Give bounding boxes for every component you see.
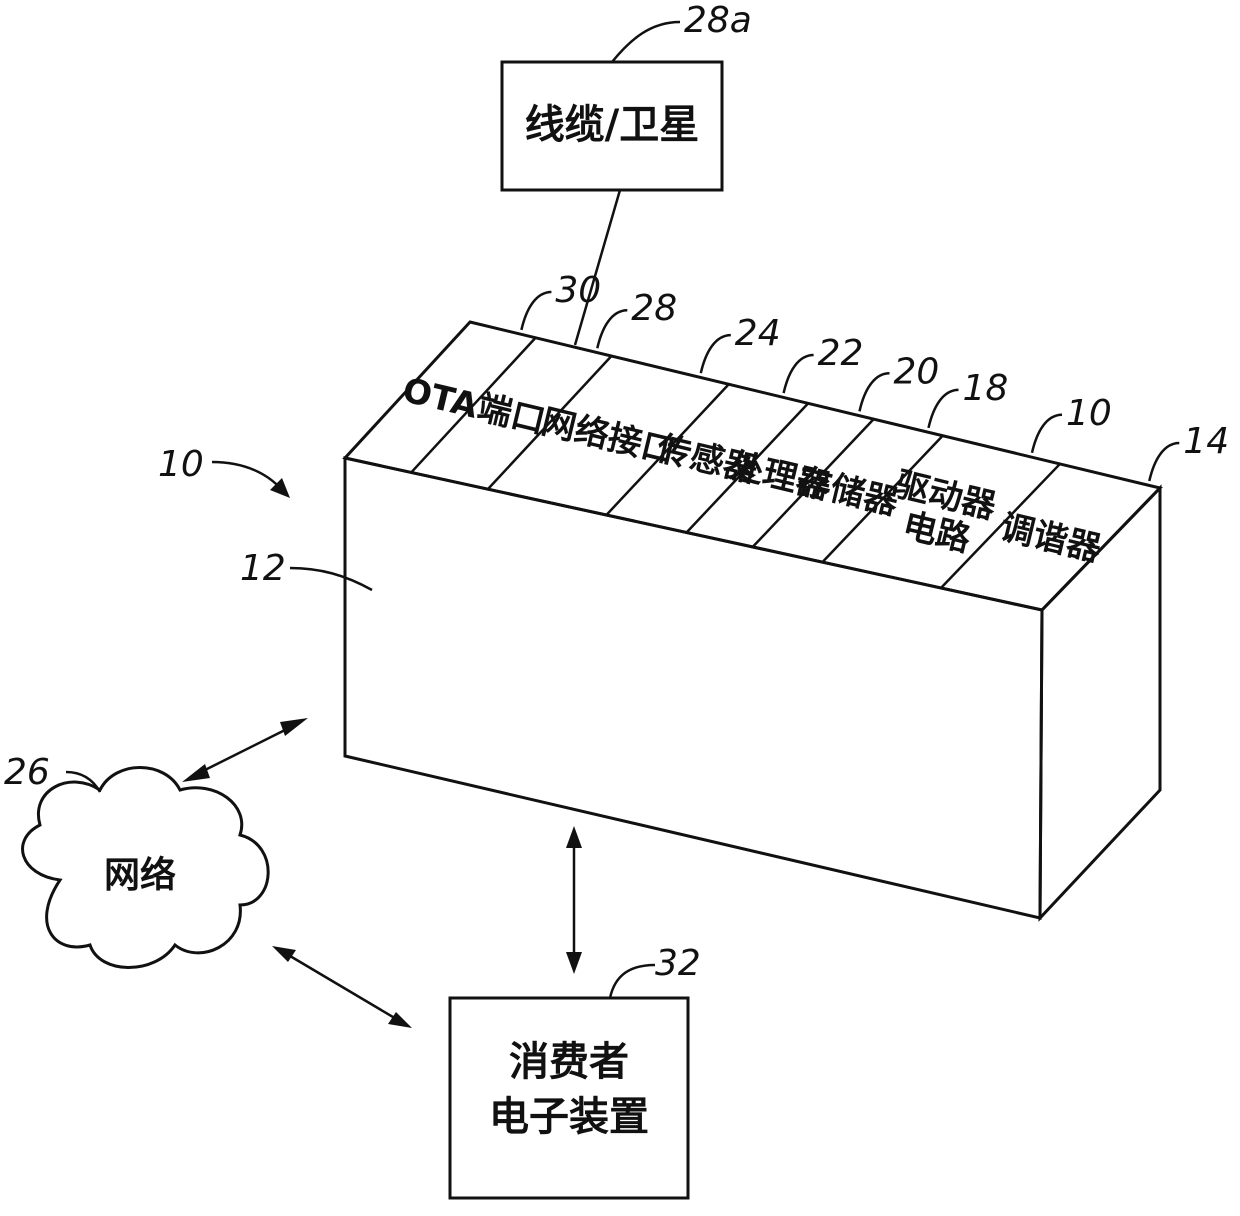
- segment-label: OTA: [399, 370, 483, 427]
- cable-satellite-label: 线缆/卫星: [525, 102, 700, 148]
- cable-satellite-box: 线缆/卫星 28a: [502, 0, 752, 190]
- ref-leader: [929, 390, 959, 428]
- network-label: 网络: [104, 854, 176, 896]
- ref-10-left: 10: [158, 444, 204, 485]
- ref-26: 26: [4, 752, 50, 793]
- segment-ref-20: 20: [894, 351, 940, 392]
- device-box: OTA端口网络接口传感器处理器存储器驱动器电路调谐器 3028242220181…: [345, 270, 1229, 918]
- segment-ref-30: 30: [555, 270, 601, 311]
- device-consumer-arrow: [566, 826, 582, 974]
- segment-1: OTA: [399, 370, 483, 427]
- ref-leader: [597, 310, 627, 348]
- segment-label: 存储器: [793, 461, 902, 524]
- device-network-arrow: [182, 718, 308, 782]
- ref-32: 32: [655, 943, 701, 984]
- ref-10-arrow: [212, 462, 282, 490]
- network-consumer-arrow: [272, 946, 412, 1028]
- segment-8: 调谐器: [996, 507, 1105, 570]
- ref-leader: [860, 373, 890, 411]
- segment-ref-24: 24: [735, 313, 781, 354]
- segment-ref-10: 10: [1066, 393, 1112, 434]
- ref-leader: [1032, 415, 1062, 453]
- ref-28a: 28a: [684, 0, 752, 41]
- ref-leader: [701, 335, 731, 373]
- consumer-label-line2: 电子装置: [489, 1094, 649, 1140]
- segment-ref-18: 18: [963, 368, 1009, 409]
- ref-leader: [521, 292, 551, 330]
- segment-7: 驱动器电路: [882, 465, 1000, 565]
- segment-label: 端口: [474, 387, 549, 442]
- segment-6: 存储器: [793, 461, 902, 524]
- consumer-label-line1: 消费者: [509, 1039, 629, 1085]
- network-cloud: 网络 26: [4, 752, 268, 968]
- segment-ref-14: 14: [1183, 421, 1229, 462]
- segment-ref-28: 28: [631, 288, 677, 329]
- ref-leader: [1149, 443, 1179, 481]
- consumer-electronics-box: 消费者 电子装置 32: [450, 943, 701, 1198]
- segment-label: 调谐器: [996, 507, 1105, 570]
- ref-28a-leader: [612, 22, 680, 62]
- ref-32-leader: [610, 965, 655, 998]
- cable-connection-line: [575, 190, 620, 345]
- segment-2: 端口: [474, 387, 549, 442]
- ref-12-leader: [290, 568, 372, 590]
- ref-leader: [784, 355, 814, 393]
- segment-ref-22: 22: [818, 333, 864, 374]
- ref-12: 12: [240, 548, 286, 589]
